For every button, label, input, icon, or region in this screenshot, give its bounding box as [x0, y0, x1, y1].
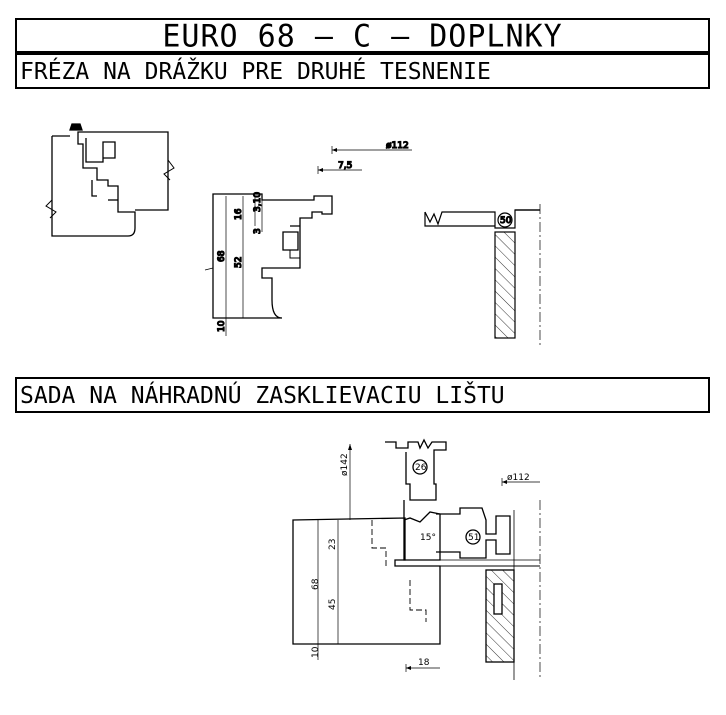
- dim-10-s2: 10: [311, 646, 321, 658]
- frame-profile-drawing: [45, 123, 175, 237]
- dim-18: 18: [418, 658, 430, 668]
- section2-heading: SADA NA NÁHRADNÚ ZASKLIEVACIU LIŠTU: [20, 383, 505, 409]
- section1-heading: FRÉZA NA DRÁŽKU PRE DRUHÉ TESNENIE: [20, 59, 491, 85]
- tool-50-label: 50: [500, 216, 512, 226]
- tool-26-label: 26: [415, 463, 427, 473]
- page-title: EURO 68 – C – DOPLNKY: [162, 18, 563, 55]
- dim-45: 45: [328, 599, 338, 610]
- dim-112: ø112: [507, 473, 530, 483]
- glazing-bead-set-drawing: [292, 438, 541, 680]
- tool-51-label: 51: [468, 533, 479, 543]
- title-bar: EURO 68 – C – DOPLNKY: [15, 18, 710, 55]
- dim-7-5: 7,5: [338, 161, 352, 171]
- dim-68: 68: [217, 250, 227, 262]
- dim-23: 23: [328, 539, 338, 550]
- dim-142: ø142: [340, 453, 350, 476]
- section-heading-groove-cutter: FRÉZA NA DRÁŽKU PRE DRUHÉ TESNENIE: [15, 53, 710, 89]
- dim-52: 52: [234, 257, 244, 268]
- cutter-profile-drawing: ø112 7,5 16 3,10 3 68 52 10: [204, 140, 412, 336]
- dim-3: 3: [253, 228, 263, 234]
- tool-50-marker: [497, 212, 513, 228]
- angle-label: 15°: [420, 533, 436, 543]
- dim-68-s2: 68: [311, 578, 321, 590]
- tool-26-marker: [412, 459, 428, 475]
- dim-16: 16: [234, 208, 244, 220]
- tool-50-drawing: 50: [424, 204, 541, 346]
- dim-10: 10: [217, 320, 227, 332]
- dim-cutter-diameter: ø112: [386, 141, 409, 151]
- section-heading-glazing-bead-set: SADA NA NÁHRADNÚ ZASKLIEVACIU LIŠTU: [15, 377, 710, 413]
- dim-3-10: 3,10: [253, 192, 263, 212]
- tool-51-marker: [465, 529, 481, 545]
